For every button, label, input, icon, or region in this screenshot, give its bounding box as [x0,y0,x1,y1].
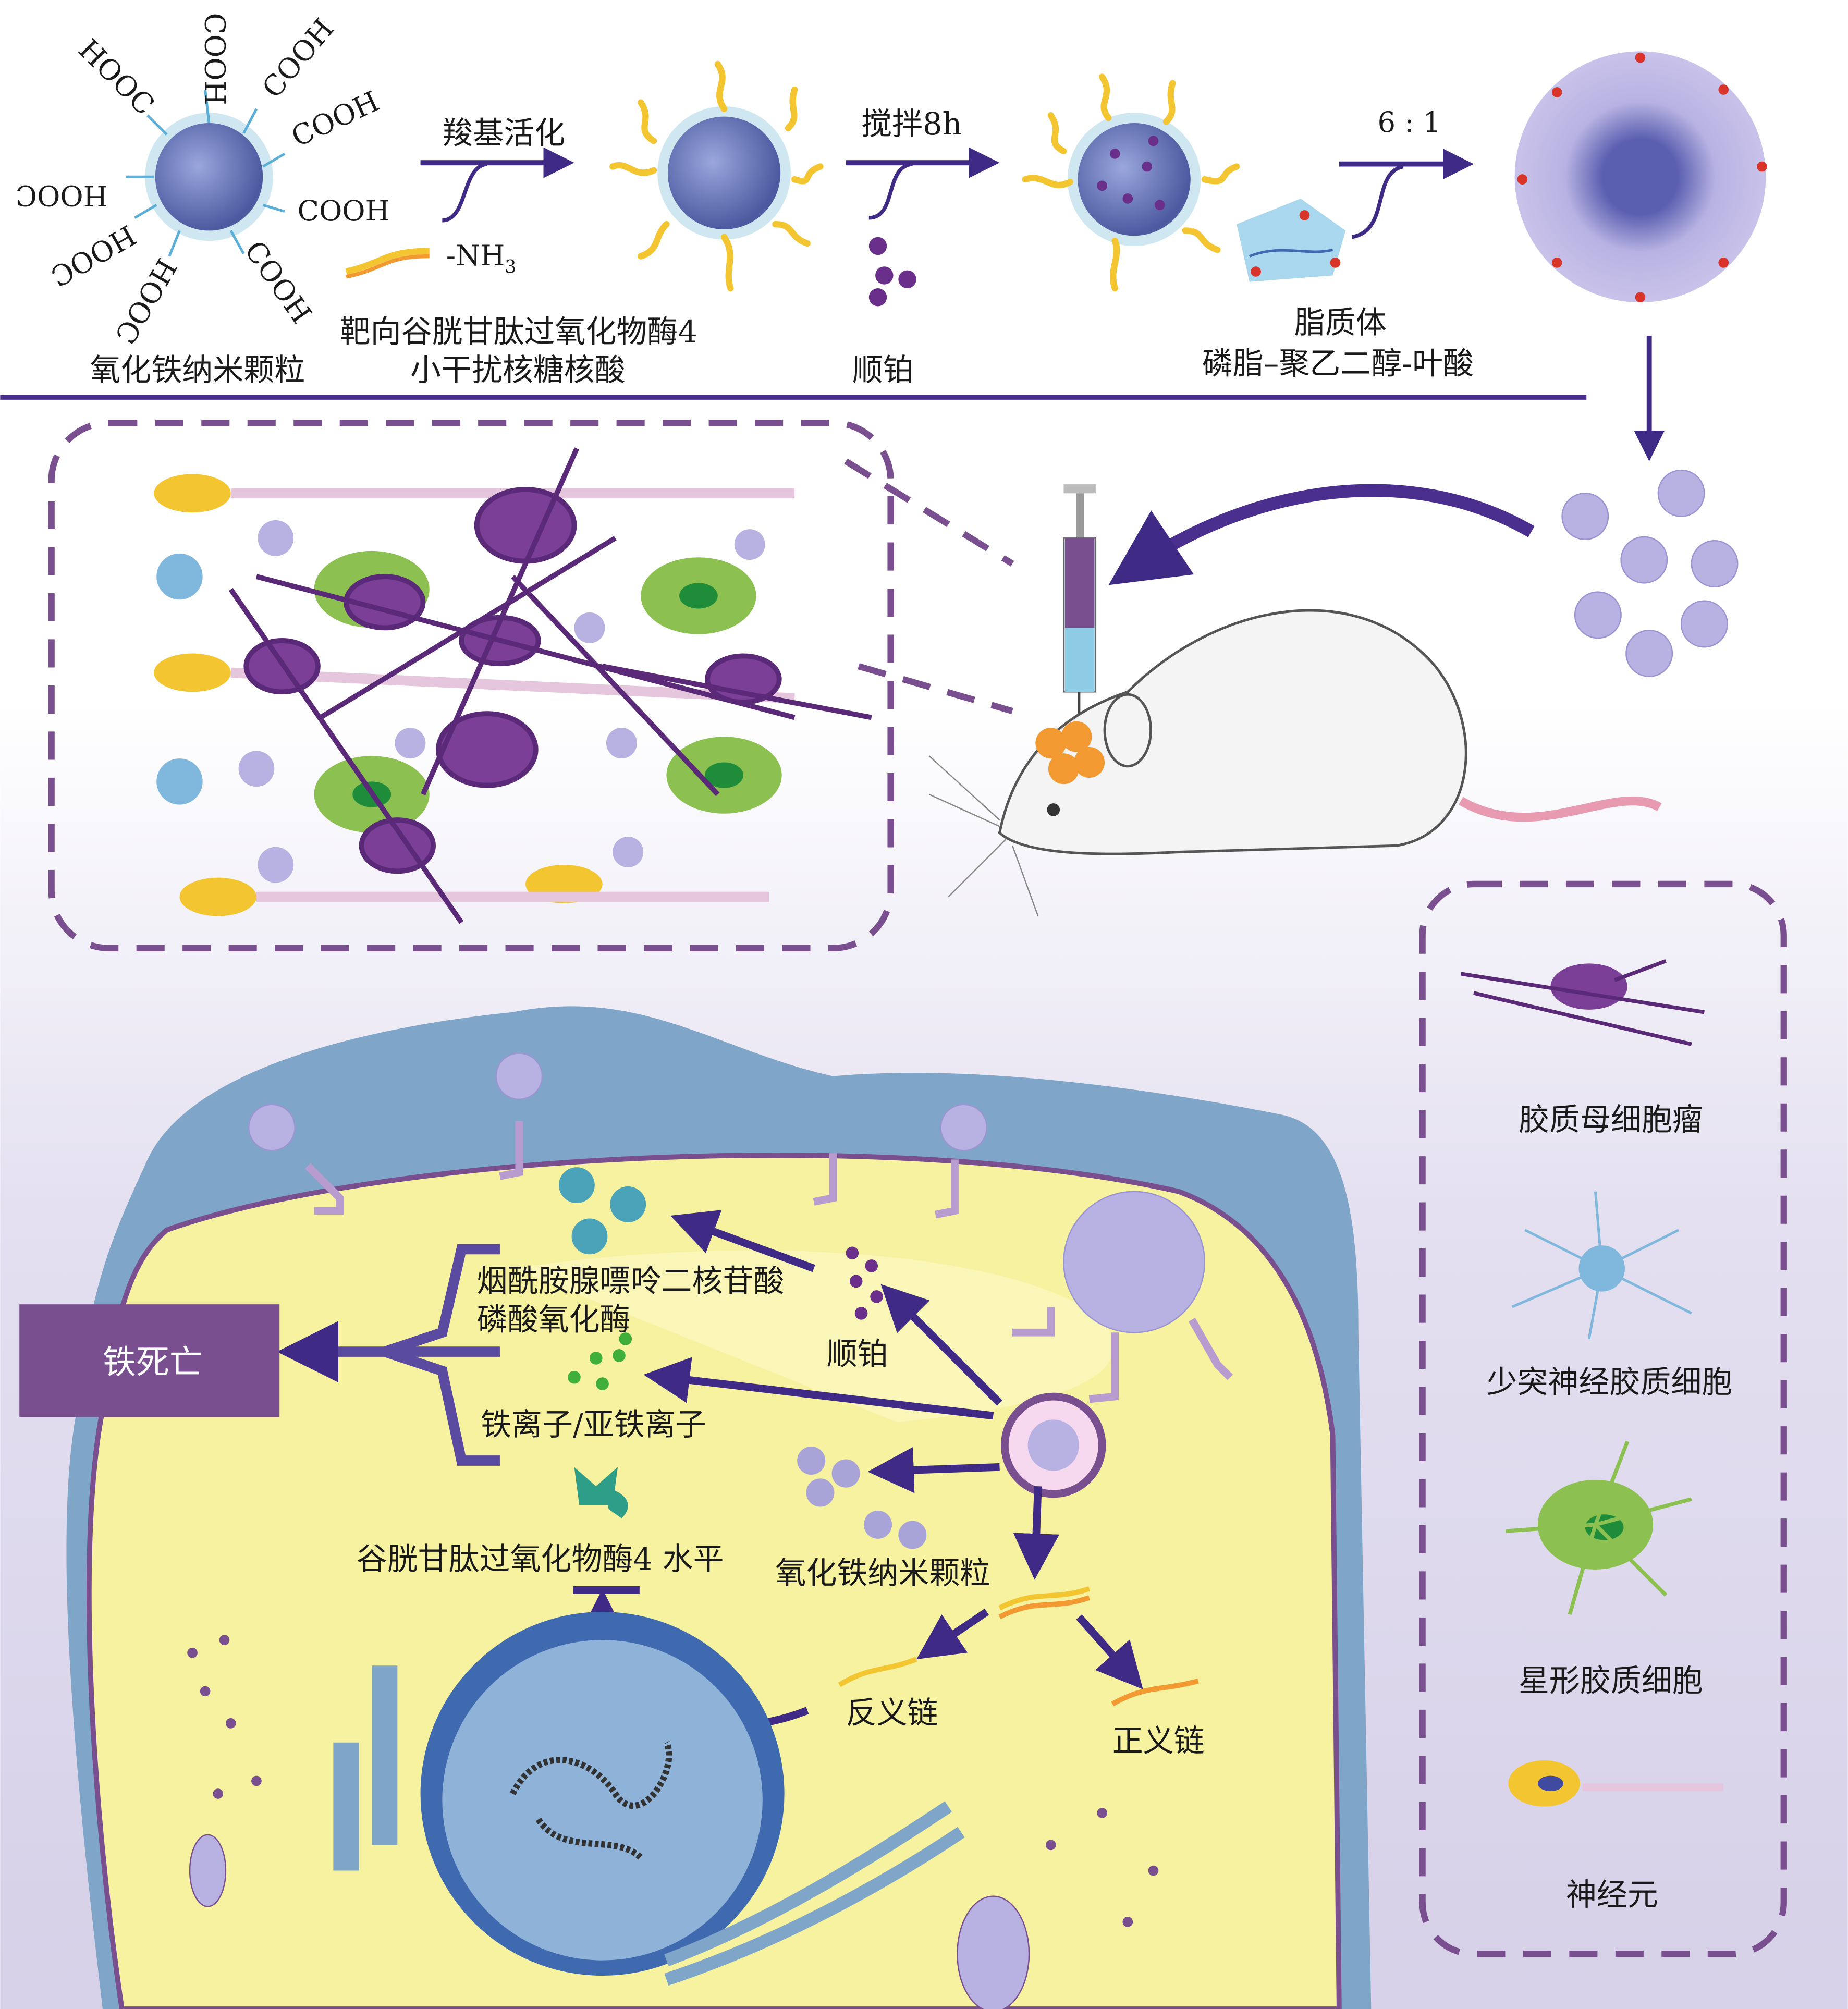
cooh-labels: COOH COOH COOH COOH COOH HOOC HOOC HOOC … [16,13,390,349]
step1-label: 羧基活化 [442,115,565,151]
cooh-label: COOH [298,194,390,227]
legend-oligodendrocyte: 少突神经胶质细胞 [1487,1191,1733,1400]
step1-arrow: 羧基活化 -NH3 [345,115,574,279]
step2-arrow: 搅拌8h 顺铂 [846,106,1000,388]
zoom-connector [844,458,1014,715]
syringe [1063,484,1097,737]
iron-ions-icon [568,1332,632,1390]
ferroptosis-box [19,1304,280,1417]
ferroptosis-label: 铁死亡 [103,1343,203,1382]
mouse [928,609,1662,916]
membrane-liposomes [248,1052,1206,1333]
injection-arrow [1108,484,1535,585]
nadph-oxidase-label-line1: 烟酰胺腺嘌呤二核苷酸 [477,1263,785,1299]
nadph-oxidase-icon [558,1167,646,1255]
sirna-conjugated-nanoparticle [609,60,824,292]
amine-label: -NH3 [446,239,517,278]
iron-oxide-particles [797,1446,927,1549]
cisplatin-label: 顺铂 [852,352,914,388]
step3-arrow: 6 : 1 [1339,106,1474,239]
cell-surface-receptors [305,1121,1233,1403]
cooh-label: COOH [199,13,231,105]
legend-astrocyte: 星形胶质细胞 [1506,1440,1703,1698]
sense-strand-label: 正义链 [1112,1723,1205,1759]
cisplatin-loaded-nanoparticle [1022,74,1240,292]
legend-label: 神经元 [1566,1877,1658,1913]
legend-label: 胶质母细胞瘤 [1519,1101,1703,1137]
iron-oxide-label: 氧化铁纳米颗粒 [90,352,305,388]
liposome-fragment [1237,198,1346,282]
cisplatin-dots [846,1246,883,1320]
final-liposome-nanoparticle [1514,51,1767,303]
legend-glioblastoma: 胶质母细胞瘤 [1460,959,1705,1137]
section-divider [0,395,1587,400]
brain-tissue-inset [48,419,894,951]
cisplatin-label: 顺铂 [827,1336,888,1372]
nadph-oxidase-label-line2: 磷酸氧化酶 [477,1301,631,1337]
ratio-label: 6 : 1 [1378,106,1441,139]
gpx4-level-label: 谷胱甘肽过氧化物酶4 水平 [357,1541,724,1577]
iron-oxide-nanoparticle [126,89,286,257]
liposome-particles [1561,469,1739,678]
iron-oxide-label: 氧化铁纳米颗粒 [775,1555,990,1591]
liposome-label: 脂质体 [1294,304,1387,340]
legend-label: 星形胶质细胞 [1519,1662,1703,1698]
organelles [187,1635,1159,2009]
nucleus [420,1612,785,1976]
sirna-label-line2: 小干扰核糖核酸 [410,352,626,388]
hooc-label: HOOC [16,179,108,212]
iron-ions-label: 铁离子/亚铁离子 [481,1406,706,1442]
sirna-duplex [838,1586,1199,1707]
gpx4-icon [574,1467,628,1518]
brain-tissue-cells [154,447,872,924]
step2-label: 搅拌8h [861,106,962,142]
cisplatin-dots [868,237,916,307]
dspe-peg-fa-label: 磷脂–聚乙二醇-叶酸 [1202,346,1474,382]
sirna-label-line1: 靶向谷胱甘肽过氧化物酶4 [340,313,697,349]
antisense-strand-label: 反义链 [846,1695,938,1731]
decrease-bar-icon [573,1586,640,1594]
endosome [1000,1392,1106,1498]
legend-neuron: 神经元 [1508,1760,1724,1913]
ferroptosis-bracket [277,1244,500,1466]
legend-label: 少突神经胶质细胞 [1487,1364,1733,1400]
